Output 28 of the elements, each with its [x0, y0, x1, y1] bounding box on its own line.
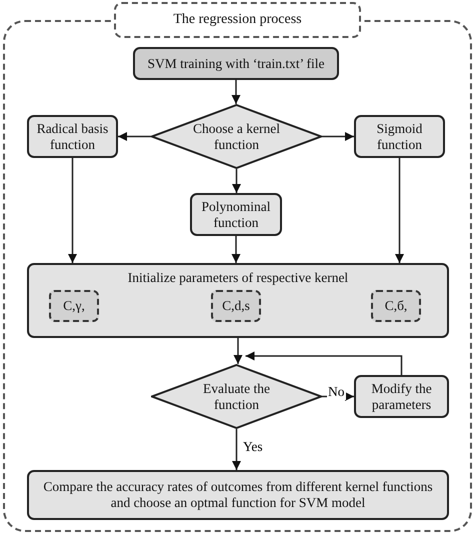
arrow: [234, 338, 242, 364]
arrow: [232, 169, 241, 193]
arrow: [68, 158, 77, 263]
parameter-box: C,б,: [371, 290, 421, 322]
parameter-box: C,d,s: [211, 290, 261, 322]
arrow: [232, 80, 240, 104]
diamond-label: Choose a kernel function: [192, 120, 281, 152]
process-box: SVM training with ‘train.txt’ file: [133, 47, 339, 80]
process-box: Sigmoid function: [354, 115, 445, 158]
frame-title: The regression process: [114, 2, 361, 38]
arrow: [322, 132, 354, 141]
box-heading: Initialize parameters of respective kernel: [126, 270, 350, 286]
arrow: [395, 158, 404, 263]
arrow: [232, 429, 241, 470]
arrow: [232, 236, 240, 263]
decision-diamond: [151, 364, 322, 429]
edge-label: No: [327, 385, 346, 400]
process-box: [27, 263, 449, 338]
process-box: Polynominal function: [190, 193, 282, 236]
arrow: [322, 392, 354, 401]
process-box: Modify the parameters: [354, 375, 449, 418]
arrow: [246, 352, 402, 375]
decision-diamond: [151, 104, 322, 169]
diamond-label: Evaluate the function: [202, 380, 272, 412]
process-box: Radical basis function: [27, 115, 118, 158]
parameter-box: C,γ,: [49, 290, 99, 322]
arrow: [118, 132, 151, 141]
process-box: Compare the accuracy rates of outcomes from different kernel functions and choose an optmal function for SVM model: [27, 470, 449, 520]
